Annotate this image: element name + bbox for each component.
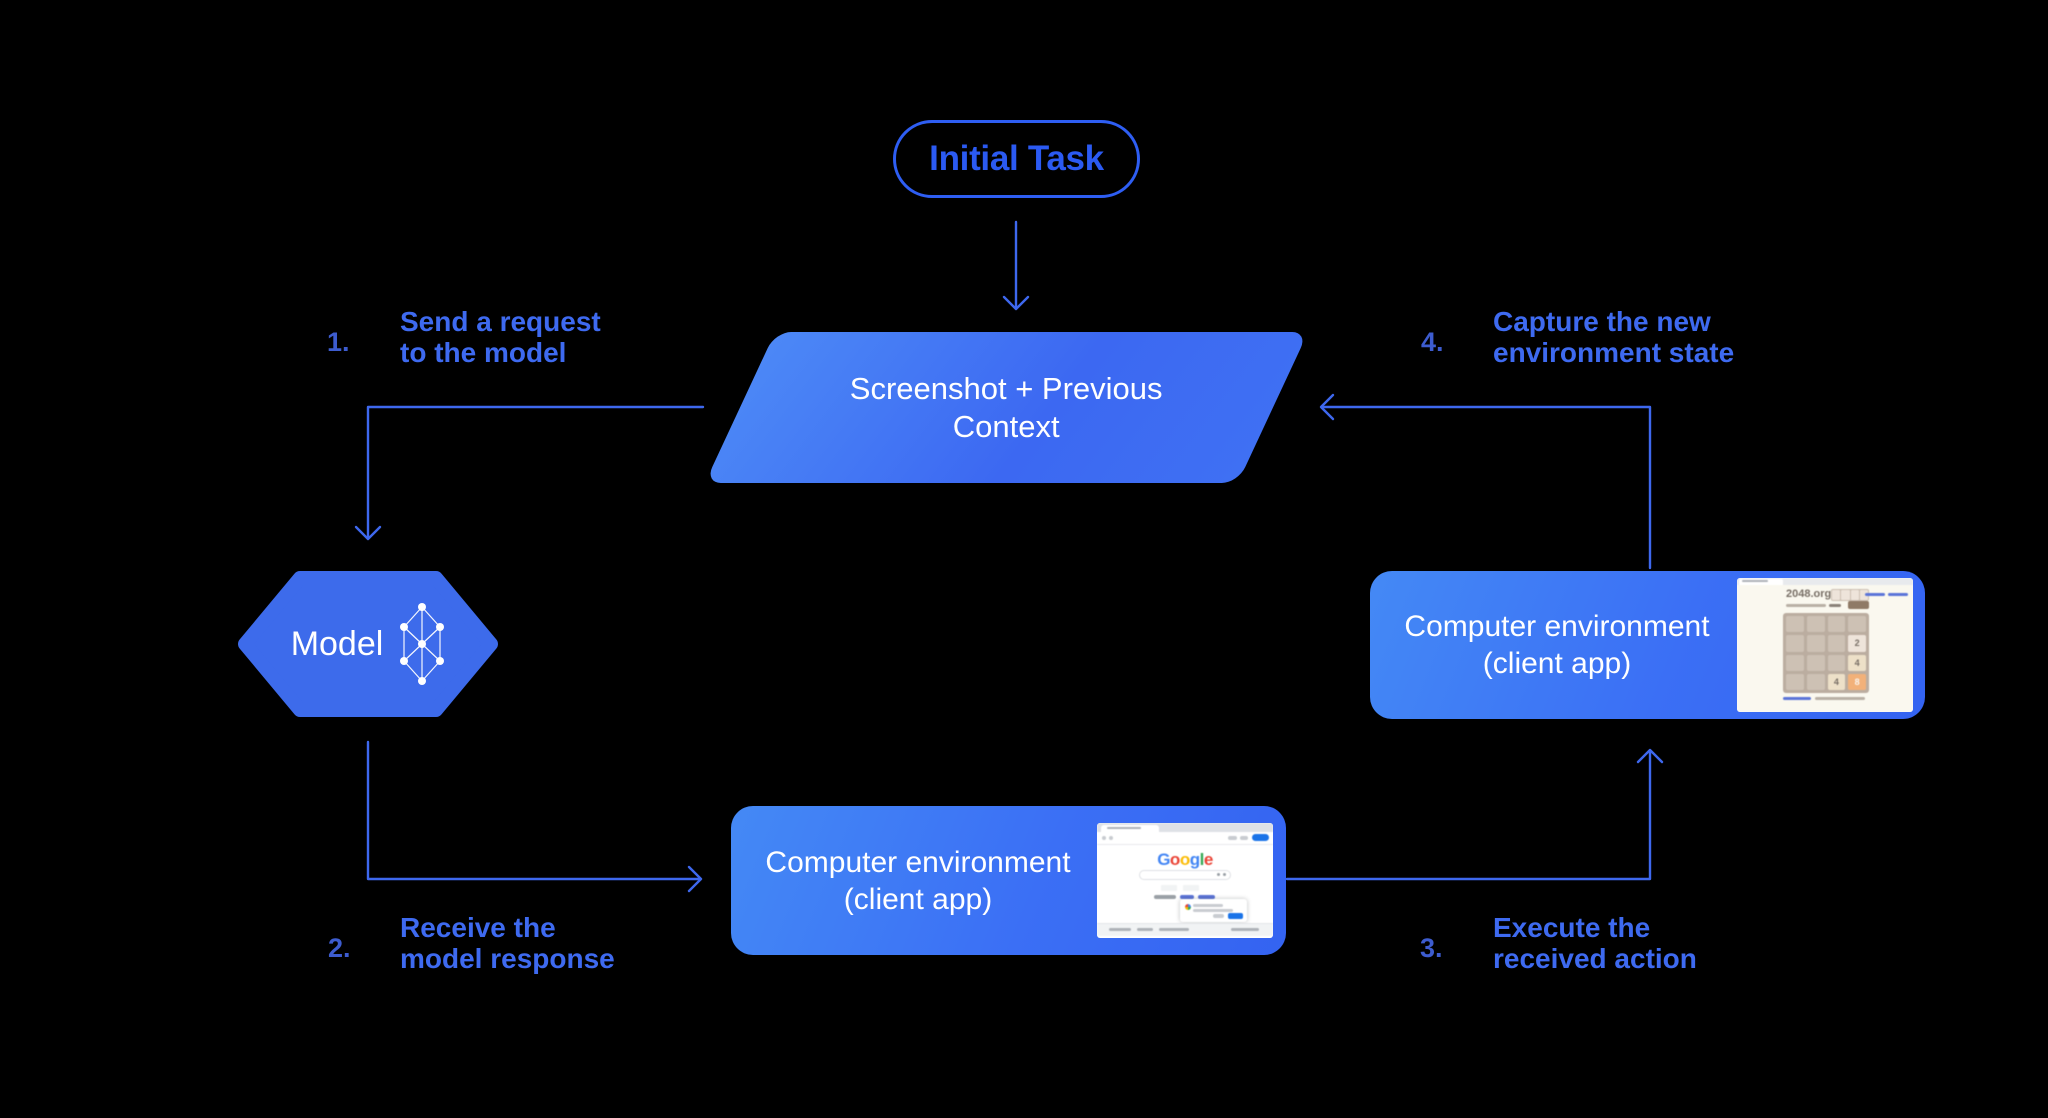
offered-in-text [1154, 895, 1176, 899]
arrow-environment-to-context [1319, 393, 1652, 570]
new-game-button [1848, 601, 1869, 609]
tile-2: 2 [1848, 635, 1866, 652]
arrow-task-to-context [1002, 220, 1030, 311]
step-2-label: Receive the model response [400, 912, 615, 974]
computer-environment-right-node: Computer environment (client app) 2048.o… [1370, 571, 1925, 719]
screenshot-context-node: Screenshot + Previous Context [704, 332, 1309, 483]
model-label: Model [290, 624, 384, 663]
tile-8: 8 [1848, 673, 1866, 690]
instructions-text [1786, 604, 1826, 607]
initial-task-node: Initial Task [893, 120, 1140, 198]
footer-link [1783, 697, 1811, 700]
computer-environment-bottom-node: Computer environment (client app) Google [731, 806, 1286, 955]
computer-environment-bottom-label: Computer environment (client app) [765, 845, 1071, 916]
step-3-label: Execute the received action [1493, 912, 1697, 974]
initial-task-label: Initial Task [929, 139, 1104, 178]
search-bar [1139, 870, 1231, 880]
tile-4: 4 [1827, 673, 1846, 690]
step-1-label: Send a request to the model [400, 306, 601, 368]
screenshot-context-label: Screenshot + Previous Context [850, 370, 1163, 444]
search-button [1161, 885, 1177, 891]
google-logo: Google [1157, 850, 1213, 869]
taskbar [1097, 923, 1273, 936]
tile-4: 4 [1848, 654, 1866, 671]
signin-button [1252, 834, 1269, 841]
game-grid: 2 4 4 8 [1783, 613, 1869, 693]
step-3-number: 3. [1420, 933, 1443, 963]
browser-tab-bar [1097, 823, 1273, 832]
neural-network-icon [400, 603, 445, 685]
lucky-button [1183, 885, 1199, 891]
google-g-icon [1185, 904, 1191, 910]
game-2048-thumbnail: 2048.org 2 4 4 8 [1737, 578, 1913, 712]
signin-dialog [1180, 899, 1247, 922]
header-link [1865, 593, 1885, 596]
computer-environment-right-label: Computer environment (client app) [1404, 610, 1710, 680]
browser-toolbar [1097, 832, 1273, 845]
game-page: 2048.org 2 4 4 8 [1737, 585, 1913, 712]
arrow-context-to-model [354, 405, 705, 541]
arrow-environment-to-environment [1285, 748, 1664, 881]
model-node: Model [238, 571, 498, 717]
step-2-number: 2. [328, 933, 351, 963]
step-4-label: Capture the new environment state [1493, 306, 1735, 368]
hexagon-shape [238, 571, 498, 717]
arrow-model-to-environment [366, 740, 703, 893]
browser-tab-bar [1737, 578, 1913, 585]
page-title: 2048.org [1786, 588, 1832, 600]
score-boxes [1831, 589, 1869, 601]
dialog-confirm-button [1228, 913, 1243, 919]
step-1-number: 1. [327, 327, 350, 357]
step-4-number: 4. [1421, 327, 1444, 357]
google-search-thumbnail: Google [1097, 823, 1273, 938]
